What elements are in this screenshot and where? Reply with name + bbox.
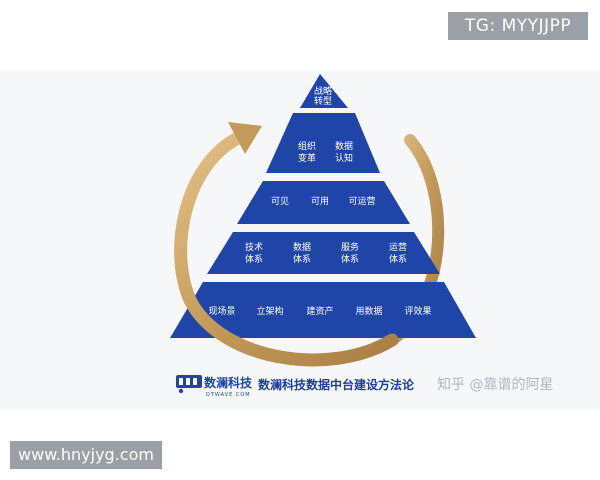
tier4-item-1-line2: 体系 bbox=[245, 253, 263, 265]
tier4-item-3-line1: 服务 bbox=[341, 241, 359, 253]
pyramid-tier-5 bbox=[170, 282, 476, 338]
dtwave-logo: 数澜科技 DTWAVE.COM bbox=[176, 375, 253, 398]
tier4-item-4-line1: 运营 bbox=[389, 241, 407, 253]
tier2-item-1-line2: 变革 bbox=[298, 152, 316, 164]
zhihu-watermark: 知乎 @靠谱的阿星 bbox=[437, 376, 553, 393]
tier1-line1: 战略 bbox=[314, 85, 332, 97]
tier2-item-2-line1: 数据 bbox=[335, 140, 353, 152]
tier4-item-3-line2: 体系 bbox=[341, 253, 359, 265]
tier4-item-1-line1: 技术 bbox=[245, 241, 263, 253]
tier1-line2: 转型 bbox=[314, 95, 332, 107]
site-url-watermark: www.hnyjyg.com bbox=[10, 441, 162, 469]
tier2-item-1-line1: 组织 bbox=[298, 140, 316, 152]
pyramid-tier-4 bbox=[207, 232, 440, 274]
pyramid-tier-1 bbox=[300, 74, 348, 108]
arrow-head bbox=[228, 122, 262, 154]
tier4-item-4-line2: 体系 bbox=[389, 253, 407, 265]
tier5-item-5: 评效果 bbox=[404, 305, 431, 317]
pyramid-tier-2 bbox=[266, 113, 380, 173]
tier5-item-1: 现场景 bbox=[208, 306, 235, 317]
tier5-item-4: 用数据 bbox=[355, 305, 382, 317]
logo-brand-cn: 数澜科技 bbox=[204, 375, 253, 390]
tier4-item-2-line2: 体系 bbox=[293, 253, 311, 265]
tier5-item-3: 建资产 bbox=[306, 305, 333, 317]
logo-brand-en: DTWAVE.COM bbox=[206, 392, 251, 398]
tier2-item-2-line2: 认知 bbox=[335, 152, 353, 164]
circular-arrow-front bbox=[174, 131, 399, 367]
footer-title: 数澜科技数据中台建设方法论 bbox=[258, 377, 415, 392]
pyramid-tier-3 bbox=[237, 181, 410, 224]
tier3-item-2: 可用 bbox=[311, 196, 329, 207]
tg-watermark: TG: MYYJJPP bbox=[448, 12, 588, 40]
tier3-item-3: 可运营 bbox=[348, 195, 375, 207]
tier4-item-2-line1: 数据 bbox=[293, 241, 311, 253]
tier5-item-2: 立架构 bbox=[256, 305, 283, 317]
tier3-item-1: 可见 bbox=[271, 196, 289, 207]
